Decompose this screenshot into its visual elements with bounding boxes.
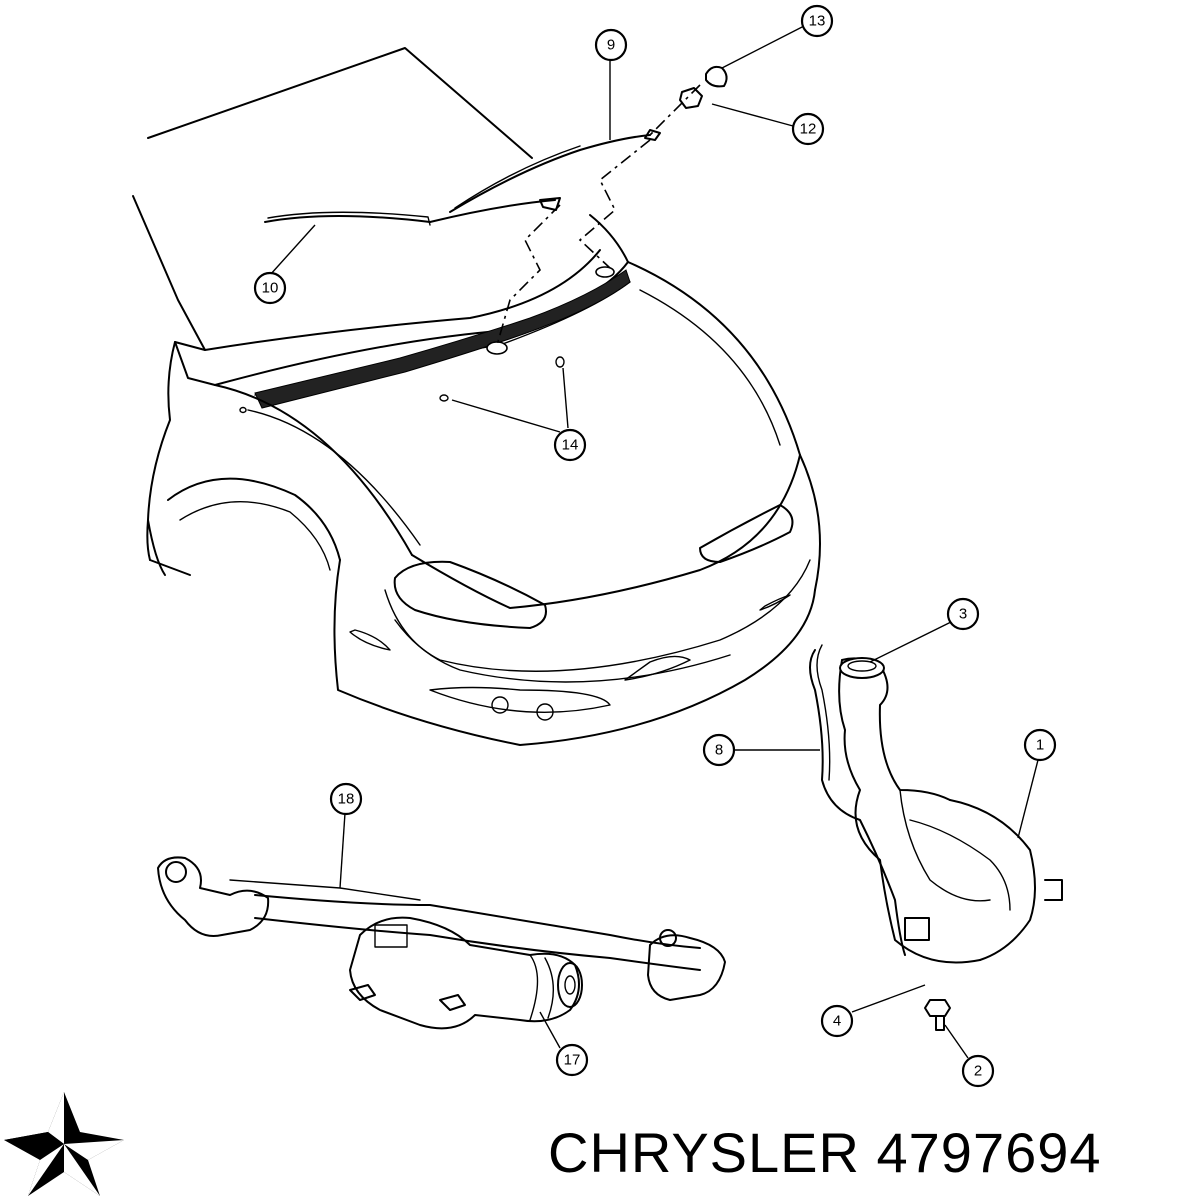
callout-4-label: 4 [833,1013,841,1030]
callout-12-label: 12 [800,121,817,138]
callout-3: 3 [946,597,980,631]
car-front-illustration [132,47,821,746]
callout-4: 4 [820,1004,854,1038]
callout-10: 10 [253,271,287,305]
callout-1: 1 [1023,728,1057,762]
brand-name: CHRYSLER [548,1121,860,1184]
callout-14: 14 [553,428,587,462]
callout-9: 9 [594,28,628,62]
wiper-arms [264,65,728,226]
callout-18: 18 [329,782,363,816]
callout-1-label: 1 [1036,737,1044,754]
brand-part-number: CHRYSLER 4797694 [548,1108,1198,1198]
callout-18-label: 18 [338,791,355,808]
callout-17: 17 [555,1043,589,1077]
callout-10-label: 10 [262,280,279,297]
part-number: 4797694 [876,1121,1102,1184]
pentastar-logo-icon [4,1092,124,1196]
wiper-linkage-motor [157,856,726,1030]
callout-2: 2 [961,1054,995,1088]
callout-3-label: 3 [959,606,967,623]
callout-13-label: 13 [809,13,826,30]
callout-14-label: 14 [562,437,579,454]
washer-reservoir [809,644,1063,1031]
callout-8: 8 [702,733,736,767]
callout-9-label: 9 [607,37,615,54]
callout-12: 12 [791,112,825,146]
callout-8-label: 8 [715,742,723,759]
callout-2-label: 2 [974,1063,982,1080]
leader-lines [269,24,1039,1059]
relation-lines [496,84,701,346]
callout-13: 13 [800,4,834,38]
callout-17-label: 17 [564,1052,581,1069]
